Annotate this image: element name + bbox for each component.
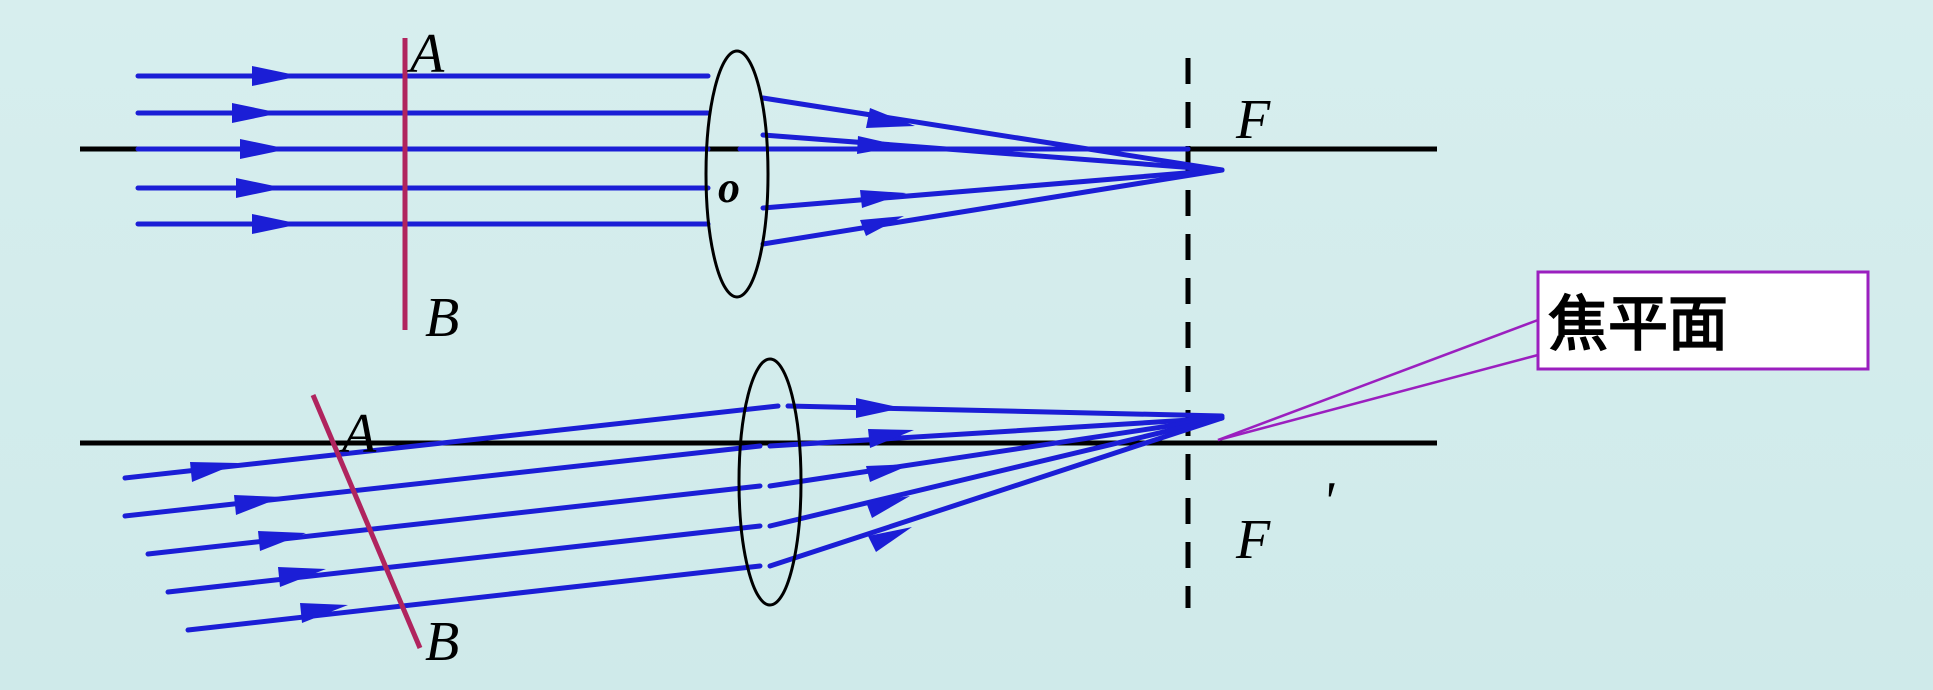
bottom-ray-out-2: [767, 415, 1225, 449]
callout-pointer-lower: [1217, 353, 1539, 442]
bottom-ray-in-2: [122, 443, 763, 519]
top-diagram: A B o F: [80, 23, 1437, 608]
bottom-refracted-rays: [767, 398, 1225, 569]
arrow-icon: [868, 429, 914, 448]
focal-plane-callout: 焦平面: [1217, 270, 1870, 442]
bottom-diagram: A B F ': [80, 357, 1437, 673]
bottom-incoming-rays: [122, 403, 781, 633]
bottom-label-F-prime: ': [1322, 471, 1335, 533]
arrow-icon: [866, 496, 910, 518]
bottom-ray-in-3: [145, 483, 763, 557]
arrow-icon: [190, 462, 238, 482]
bottom-ray-out-4: [767, 415, 1225, 529]
callout-pointer-upper: [1217, 318, 1539, 442]
arrow-icon: [868, 527, 912, 552]
bottom-screen-AB: [310, 394, 423, 649]
bottom-label-F: F: [1235, 509, 1271, 571]
callout-text: 焦平面: [1548, 290, 1728, 360]
top-label-O: o: [718, 163, 740, 212]
bottom-ray-in-5: [185, 563, 763, 633]
top-label-F: F: [1235, 89, 1271, 151]
top-label-A: A: [406, 23, 445, 85]
arrow-icon: [860, 190, 906, 208]
bottom-label-B: B: [425, 611, 459, 673]
arrow-icon: [866, 464, 912, 482]
arrow-icon: [240, 139, 288, 159]
top-lens: [704, 49, 770, 299]
arrow-icon: [866, 108, 915, 128]
top-ray-out-1: [760, 95, 1225, 173]
arrow-icon: [234, 495, 282, 515]
top-ray-out-5: [760, 167, 1225, 247]
bottom-lens: [737, 357, 803, 607]
callout-box: [1536, 270, 1870, 371]
arrow-icon: [856, 398, 902, 418]
top-label-B: B: [425, 287, 459, 349]
bottom-ray-out-5: [767, 415, 1225, 569]
arrow-icon: [860, 216, 904, 236]
arrow-icon: [857, 136, 902, 154]
bottom-ray-in-4: [165, 523, 763, 595]
arrow-icon: [232, 103, 280, 123]
arrow-icon: [252, 66, 300, 86]
arrow-icon: [258, 531, 306, 551]
bottom-ray-out-1: [785, 403, 1225, 419]
arrow-icon: [236, 178, 284, 198]
top-incoming-rays: [135, 66, 711, 234]
arrow-icon: [300, 603, 348, 623]
top-refracted-rays: [737, 95, 1225, 247]
arrow-icon: [278, 567, 326, 587]
bottom-ray-out-3: [767, 415, 1225, 489]
arrow-icon: [252, 214, 300, 234]
top-ray-out-2: [760, 132, 1225, 173]
bottom-ray-in-1: [122, 403, 781, 481]
top-ray-out-4: [760, 167, 1225, 211]
bottom-label-A: A: [338, 403, 377, 465]
